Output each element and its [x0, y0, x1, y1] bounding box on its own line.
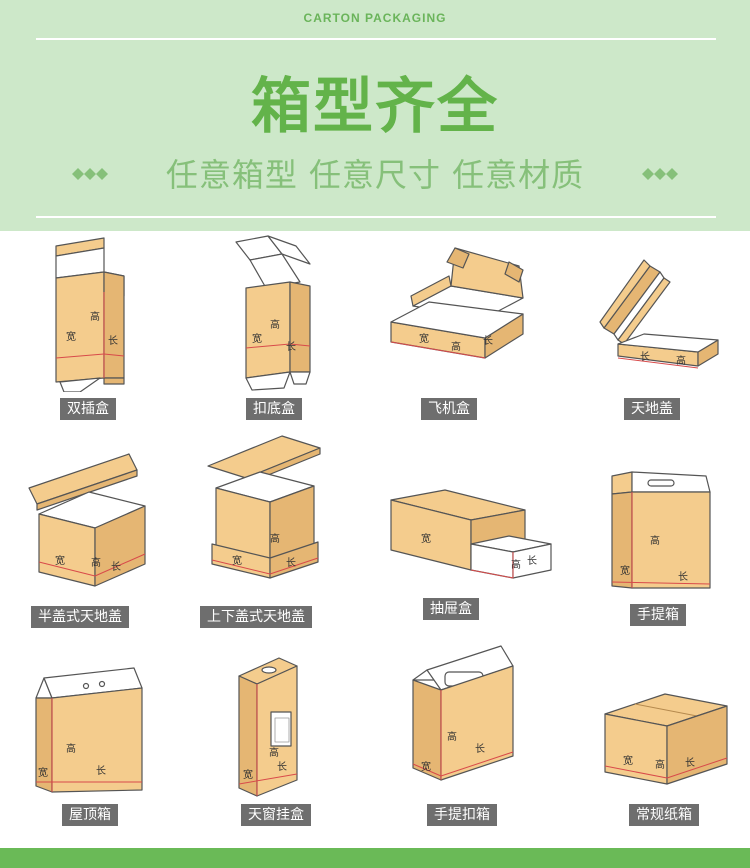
box-item-top-bottom-lid: 高 宽 长 上下盖式天地盖 — [200, 432, 370, 632]
lock-bottom-box-illustration: 高 宽 长 — [235, 235, 311, 391]
height-mark: 高 — [270, 532, 280, 545]
box-item-drawer: 宽 高 长 抽屉盒 — [385, 470, 555, 632]
box-item-regular-carton: 宽 高 长 常规纸箱 — [595, 686, 750, 830]
box-label: 天窗挂盒 — [241, 804, 311, 826]
divider-bottom — [36, 216, 716, 218]
width-mark: 宽 — [419, 332, 429, 345]
length-mark: 长 — [111, 561, 121, 573]
length-mark: 长 — [678, 571, 688, 583]
box-label: 双插盒 — [60, 398, 116, 420]
length-mark: 长 — [685, 757, 695, 769]
carry-case-box-illustration: 高 宽 长 — [611, 471, 711, 589]
width-mark: 宽 — [623, 754, 633, 767]
box-label: 手提箱 — [630, 604, 686, 626]
height-mark: 高 — [91, 556, 101, 569]
height-mark: 高 — [269, 746, 279, 759]
length-mark: 长 — [108, 335, 118, 347]
page-title: 箱型齐全 — [251, 72, 499, 142]
box-item-lock-bottom: 高 宽 长 扣底盒 — [210, 232, 380, 422]
box-item-carry-case: 高 宽 长 手提箱 — [590, 470, 750, 632]
width-mark: 宽 — [421, 532, 431, 545]
width-mark: 宽 — [620, 564, 630, 577]
box-label: 半盖式天地盖 — [31, 606, 129, 628]
box-item-carry-lock: 高 宽 长 手提扣箱 — [405, 640, 575, 830]
length-mark: 长 — [277, 761, 287, 773]
length-mark: 长 — [483, 335, 493, 347]
width-mark: 宽 — [55, 554, 65, 567]
footer-bar — [0, 848, 750, 868]
hero-banner: CARTON PACKAGING 箱型齐全 任意箱型 任意尺寸 任意材质 — [0, 0, 750, 231]
height-mark: 高 — [676, 354, 686, 367]
width-mark: 宽 — [38, 766, 48, 779]
width-mark: 宽 — [232, 554, 242, 567]
diamond-ornament-right — [642, 168, 678, 180]
box-label: 手提扣箱 — [427, 804, 497, 826]
divider-top — [36, 38, 716, 40]
width-mark: 宽 — [243, 768, 253, 781]
box-label: 飞机盒 — [421, 398, 477, 420]
box-item-double-tuck: 高 宽 长 双插盒 — [20, 232, 190, 422]
box-label: 上下盖式天地盖 — [200, 606, 312, 628]
box-label: 屋顶箱 — [62, 804, 118, 826]
box-item-mailer: 宽 高 长 飞机盒 — [385, 232, 555, 422]
diamond-ornament-left — [72, 168, 108, 180]
height-mark: 高 — [270, 318, 280, 331]
box-item-roof: 高 宽 长 屋顶箱 — [30, 664, 200, 830]
length-mark: 长 — [96, 765, 106, 777]
top-bottom-lid-box-illustration: 高 宽 长 — [207, 435, 321, 579]
width-mark: 宽 — [252, 332, 262, 345]
height-mark: 高 — [451, 340, 461, 353]
length-mark: 长 — [640, 351, 650, 363]
length-mark: 长 — [286, 341, 296, 353]
box-label: 扣底盒 — [246, 398, 302, 420]
mailer-box-illustration: 宽 高 长 — [390, 247, 524, 359]
box-item-window-hang: 高 宽 长 天窗挂盒 — [225, 656, 395, 830]
height-mark: 高 — [511, 558, 521, 571]
length-mark: 长 — [527, 555, 537, 567]
carry-lock-box-illustration: 高 宽 长 — [412, 645, 514, 781]
half-lid-box-illustration: 宽 高 长 — [28, 453, 146, 587]
box-label: 天地盖 — [624, 398, 680, 420]
box-item-lid-base: 长 高 天地盖 — [580, 232, 750, 422]
height-mark: 高 — [650, 534, 660, 547]
drawer-box-illustration: 宽 高 长 — [390, 489, 552, 579]
width-mark: 宽 — [421, 760, 431, 773]
length-mark: 长 — [475, 743, 485, 755]
length-mark: 长 — [286, 557, 296, 569]
height-mark: 高 — [90, 310, 100, 323]
box-item-half-lid: 宽 高 长 半盖式天地盖 — [25, 450, 195, 632]
window-hang-box-illustration: 高 宽 长 — [238, 657, 298, 797]
width-mark: 宽 — [66, 330, 76, 343]
height-mark: 高 — [447, 730, 457, 743]
page-subtitle: 任意箱型 任意尺寸 任意材质 — [165, 156, 585, 194]
roof-box-illustration: 高 宽 长 — [35, 667, 143, 793]
height-mark: 高 — [655, 758, 665, 771]
box-label: 常规纸箱 — [629, 804, 699, 826]
box-label: 抽屉盒 — [423, 598, 479, 620]
height-mark: 高 — [66, 742, 76, 755]
double-tuck-box-illustration: 高 宽 长 — [55, 237, 125, 392]
lid-base-box-illustration: 长 高 — [599, 259, 719, 369]
regular-carton-illustration: 宽 高 长 — [604, 693, 728, 785]
tagline: CARTON PACKAGING — [303, 11, 447, 25]
